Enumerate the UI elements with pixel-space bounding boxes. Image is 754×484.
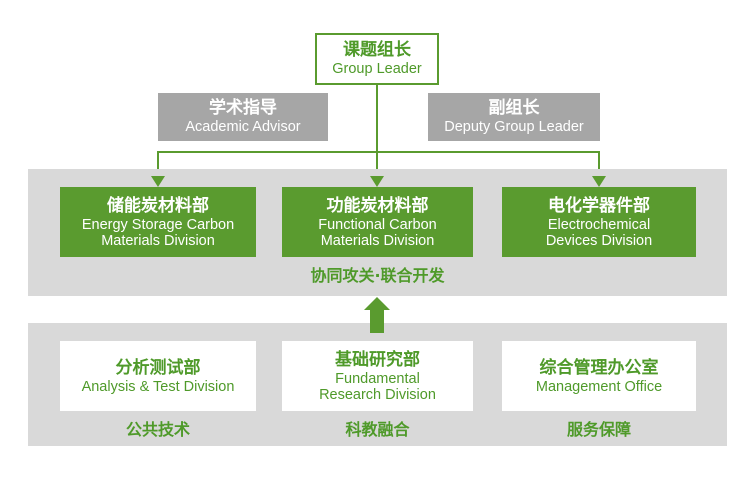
academic-advisor-en: Academic Advisor: [185, 119, 301, 135]
deputy-leader-cn: 副组长: [488, 98, 540, 118]
fundamental-research-division-box: 基础研究部 Fundamental Research Division: [282, 341, 473, 411]
unit-en-line1: Fundamental: [335, 370, 420, 387]
caption-service-support: 服务保障: [566, 420, 631, 439]
collaboration-label: 协同攻关·联合开发: [310, 266, 445, 285]
division-en-line2: Devices Division: [545, 232, 653, 249]
division-cn: 储能炭材料部: [107, 195, 209, 216]
division-en-line1: Energy Storage Carbon: [81, 216, 235, 233]
caption-public-technology: 公共技术: [125, 420, 190, 439]
division-en-line2: Materials Division: [101, 232, 215, 249]
group-leader-box: 课题组长 Group Leader: [315, 33, 439, 85]
unit-cn: 基础研究部: [335, 349, 420, 370]
group-leader-cn: 课题组长: [343, 40, 411, 60]
deputy-leader-box: 副组长 Deputy Group Leader: [428, 93, 600, 141]
management-office-box: 综合管理办公室 Management Office: [502, 341, 696, 411]
arrow-tip-center-icon: [370, 176, 384, 187]
unit-en-line2: Research Division: [319, 386, 436, 403]
arrow-tip-left-icon: [151, 176, 165, 187]
unit-cn: 分析测试部: [115, 357, 201, 378]
unit-cn: 综合管理办公室: [539, 357, 659, 378]
division-en-line1: Functional Carbon: [318, 216, 437, 233]
arrow-tip-right-icon: [592, 176, 606, 187]
unit-en-line1: Analysis & Test Division: [81, 378, 235, 395]
deputy-leader-en: Deputy Group Leader: [444, 119, 584, 135]
unit-en-line1: Management Office: [535, 378, 663, 395]
division-cn: 功能炭材料部: [326, 195, 429, 216]
caption-science-education: 科教融合: [345, 420, 410, 439]
division-en-line2: Materials Division: [320, 232, 435, 249]
division-en-line1: Electrochemical: [547, 216, 651, 233]
functional-carbon-division-box: 功能炭材料部 Functional Carbon Materials Divis…: [282, 187, 473, 257]
energy-storage-division-box: 储能炭材料部 Energy Storage Carbon Materials D…: [60, 187, 256, 257]
academic-advisor-cn: 学术指导: [209, 98, 277, 118]
electrochemical-division-box: 电化学器件部 Electrochemical Devices Division: [502, 187, 696, 257]
group-leader-en: Group Leader: [332, 61, 422, 77]
academic-advisor-box: 学术指导 Academic Advisor: [158, 93, 328, 141]
arrow-up-icon: [364, 297, 390, 333]
division-cn: 电化学器件部: [548, 195, 650, 216]
analysis-test-division-box: 分析测试部 Analysis & Test Division: [60, 341, 256, 411]
